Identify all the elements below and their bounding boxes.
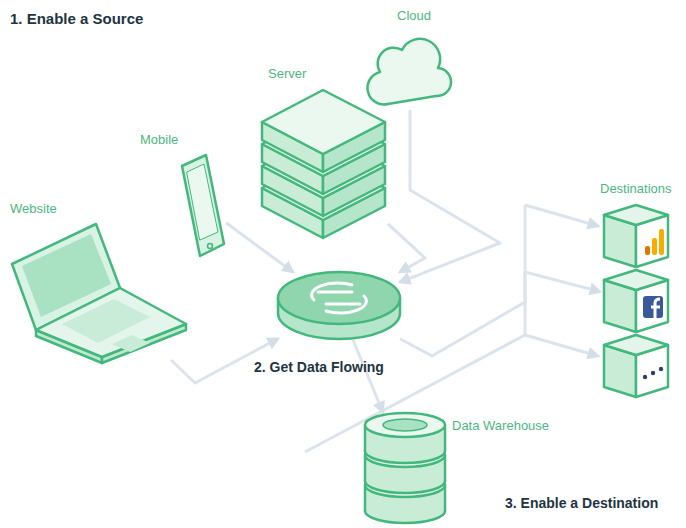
device-node: Destinations — [600, 202, 672, 400]
device-node: 2. Get Data Flowing — [278, 272, 400, 340]
cube-top — [604, 270, 668, 290]
server-slab-top — [262, 90, 385, 154]
laptop-deck — [36, 288, 186, 357]
node-label: Data Warehouse — [452, 418, 549, 434]
step-label: 3. Enable a Destination — [505, 494, 658, 512]
destination-cubes — [604, 205, 668, 397]
logo-square — [643, 296, 663, 318]
more-logo — [643, 367, 663, 379]
node-label: Cloud — [397, 8, 431, 24]
device-node: Website — [8, 220, 188, 360]
laptop-trackpad — [112, 335, 150, 352]
laptop-keyboard — [62, 299, 150, 343]
node-label: Destinations — [600, 181, 672, 197]
flow-arrow — [388, 224, 425, 272]
node-label: Website — [10, 201, 57, 217]
node-label: Mobile — [140, 132, 178, 148]
branch-line — [525, 335, 598, 356]
logo-dot — [643, 375, 647, 379]
logo-mark — [651, 299, 660, 318]
hub-logo — [318, 292, 360, 304]
hub-top — [278, 272, 400, 324]
phone-body — [182, 155, 224, 256]
cylinder-top — [365, 413, 445, 437]
node-label: 2. Get Data Flowing — [254, 359, 384, 375]
cylinder-ring — [383, 419, 427, 431]
step-label: 1. Enable a Source — [10, 10, 143, 28]
branch-trunk — [524, 205, 527, 335]
flow-arrow — [226, 223, 293, 272]
phone-button — [208, 244, 213, 249]
hub-logo — [312, 283, 367, 313]
cloud-icon — [368, 39, 452, 105]
phone-icon — [182, 155, 224, 256]
logo-dot — [651, 371, 655, 375]
device-node: Data Warehouse — [363, 412, 447, 520]
device-node: Cloud — [372, 30, 448, 110]
logo-bar — [645, 246, 650, 255]
phone-screen — [187, 164, 218, 240]
flow-arrow — [400, 272, 600, 356]
warehouse-icon — [365, 413, 445, 523]
logo-bar — [652, 238, 657, 255]
cube-top — [604, 335, 668, 355]
warehouse-feed-line — [305, 335, 525, 452]
node-label: Server — [268, 66, 306, 82]
branch-line — [525, 205, 598, 226]
flow-arrow — [400, 110, 500, 282]
analytics-logo — [645, 229, 664, 255]
logo-dot — [659, 367, 663, 371]
flow-arrow — [353, 340, 383, 412]
facebook-logo — [643, 296, 663, 318]
server-icon — [262, 90, 385, 238]
device-node: Server — [260, 88, 388, 242]
device-node: Mobile — [178, 152, 226, 258]
hub-icon — [278, 272, 400, 339]
laptop-icon — [12, 224, 186, 363]
cube-top — [604, 205, 668, 225]
logo-bar — [659, 229, 664, 255]
